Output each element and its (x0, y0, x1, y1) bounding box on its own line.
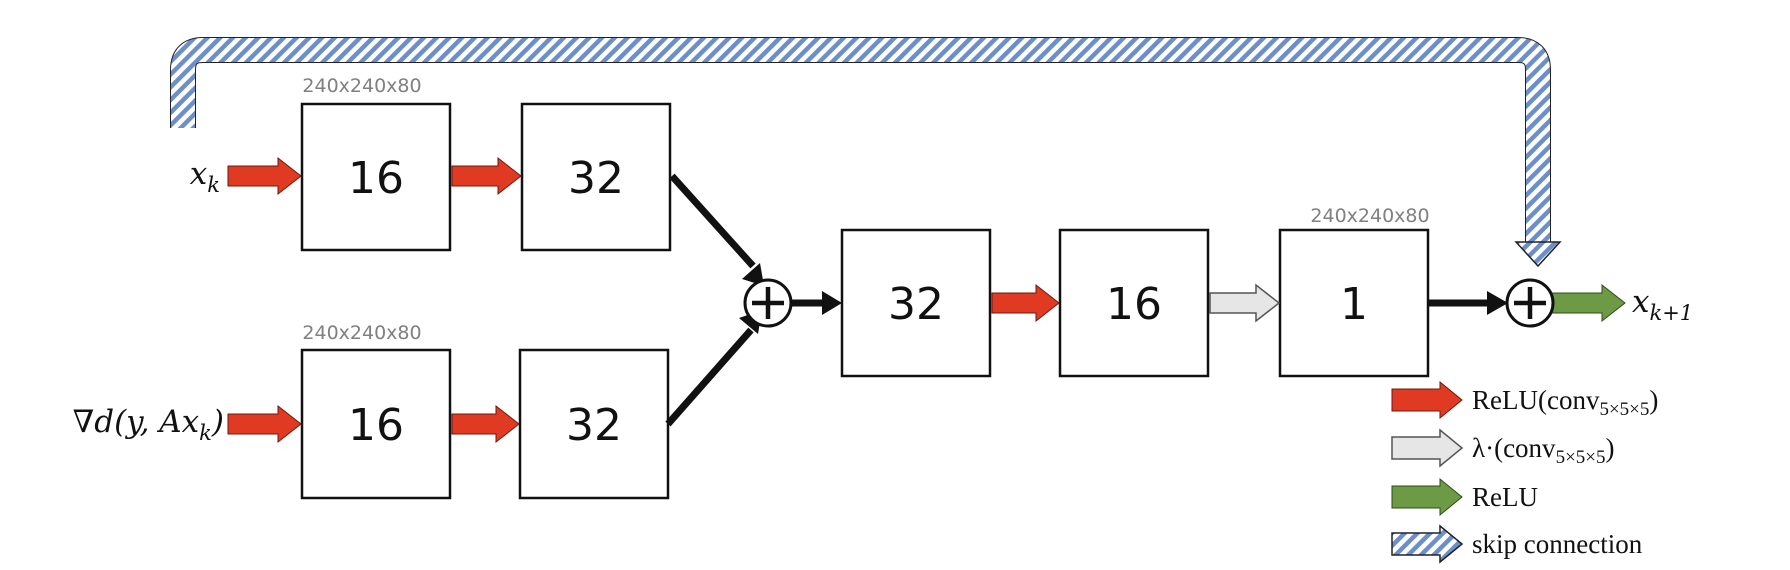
dim-label-bottom: 240x240x80 (302, 322, 421, 344)
input-label-bottom: ∇d(y, Axk) (73, 404, 224, 445)
input-top-main: x (190, 156, 208, 192)
input-bottom-pre: ∇d(y, Ax (73, 404, 200, 440)
box-bottom-16: 16 (300, 348, 452, 500)
box-mid-32-label: 32 (888, 279, 944, 330)
legend-red-arrow (1391, 380, 1463, 420)
box-bottom-16-label: 16 (348, 400, 404, 451)
black-arrow-1-to-sum (1428, 291, 1508, 315)
box-top-32-label: 32 (568, 153, 624, 204)
box-bottom-32-label: 32 (566, 400, 622, 451)
box-mid-1-label: 1 (1340, 279, 1368, 330)
red-arrow-input-top (227, 156, 302, 196)
gray-arrow-mid-16-1 (1209, 283, 1281, 323)
legend-gray-arrow (1391, 428, 1464, 468)
legend-skip-arrow (1391, 524, 1464, 564)
box-top-16-label: 16 (348, 153, 404, 204)
output-label: xk+1 (1632, 284, 1693, 325)
sum-node-merge (743, 278, 793, 328)
input-bottom-sub: k (199, 421, 212, 445)
input-label-top: xk (190, 156, 220, 197)
box-mid-16: 16 (1058, 228, 1210, 378)
box-top-16: 16 (300, 102, 452, 252)
green-arrow-output (1551, 283, 1626, 323)
dim-label-top: 240x240x80 (302, 75, 421, 97)
legend-green-arrow (1391, 477, 1463, 517)
red-arrow-mid-32-16 (991, 283, 1060, 323)
box-mid-1: 1 (1278, 228, 1430, 378)
input-top-sub: k (207, 173, 220, 197)
box-bottom-32: 32 (518, 348, 670, 500)
box-mid-16-label: 16 (1106, 279, 1162, 330)
legend-lambda-conv: λ·(conv5×5×5) (1472, 433, 1615, 468)
red-arrow-input-bottom (227, 404, 302, 444)
black-arrow-sum-to-32 (791, 291, 842, 315)
output-main: x (1632, 284, 1650, 320)
input-bottom-post: ) (211, 404, 224, 440)
legend: ReLU(conv5×5×5) λ·(conv5×5×5) ReLU skip … (1391, 380, 1658, 564)
sum-node-skip (1505, 278, 1555, 328)
box-top-32: 32 (520, 102, 672, 252)
legend-relu: ReLU (1472, 482, 1538, 512)
legend-skip: skip connection (1472, 529, 1643, 559)
red-arrow-top-16-32 (451, 156, 522, 196)
skip-connection-arrow (170, 37, 1562, 268)
red-arrow-bottom-16-32 (451, 404, 520, 444)
legend-relu-conv: ReLU(conv5×5×5) (1472, 385, 1658, 420)
output-sub: k+1 (1649, 301, 1693, 325)
box-mid-32: 32 (840, 228, 992, 378)
merge-arrows (665, 173, 764, 427)
dim-label-right: 240x240x80 (1310, 205, 1429, 227)
